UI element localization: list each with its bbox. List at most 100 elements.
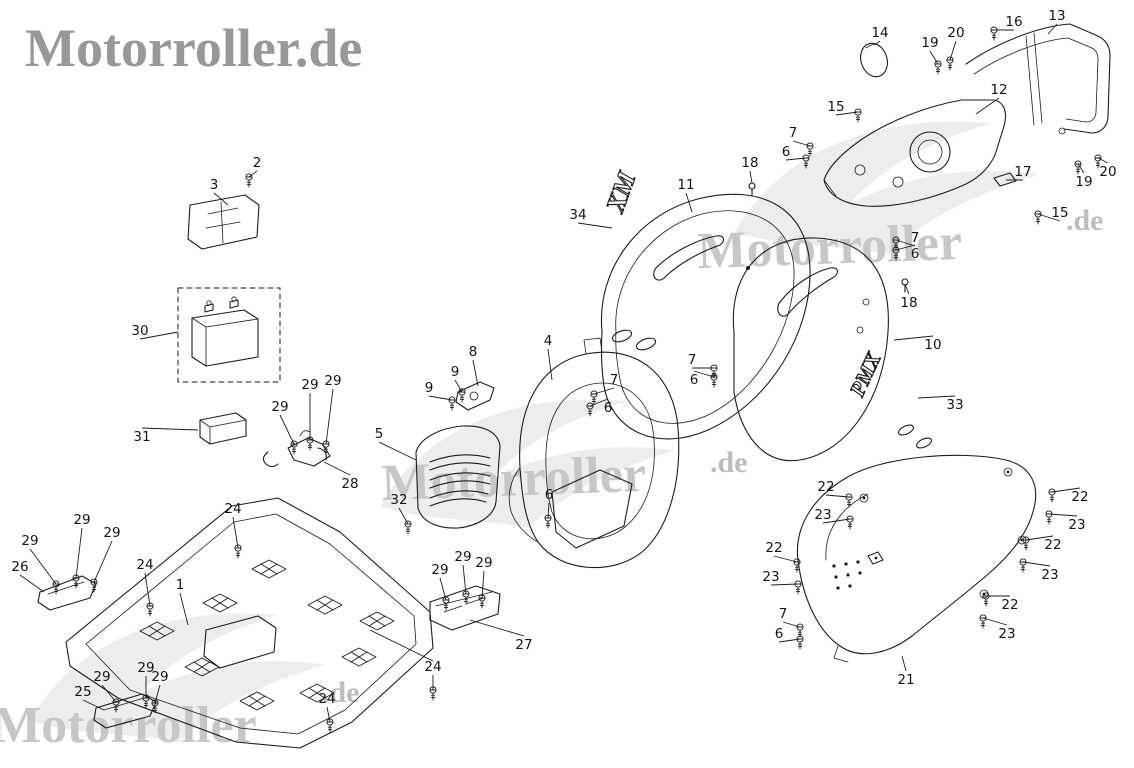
part-box-drawing xyxy=(199,412,247,445)
part-battery-drawing xyxy=(177,287,281,383)
part-number-label: 2 xyxy=(253,155,262,171)
leader-line xyxy=(141,427,199,431)
leader-line xyxy=(749,170,753,184)
part-number-label: 6 xyxy=(604,400,613,416)
screw-icon xyxy=(448,396,456,411)
part-number-label: 22 xyxy=(1001,597,1018,613)
part-number-label: 8 xyxy=(469,344,478,360)
leader-line xyxy=(822,518,851,524)
part-number-label: 29 xyxy=(151,669,168,685)
part-number-label: 15 xyxy=(1051,205,1068,221)
screw-icon xyxy=(1034,210,1042,225)
leader-line xyxy=(1048,513,1078,517)
part-number-label: 19 xyxy=(1075,174,1092,190)
leader-line xyxy=(279,414,295,445)
part-number-label: 17 xyxy=(1014,164,1031,180)
part-number-label: 18 xyxy=(900,295,917,311)
leader-line xyxy=(1022,561,1051,567)
part-number-label: 26 xyxy=(11,559,28,575)
leader-line xyxy=(1025,535,1054,541)
leader-line xyxy=(139,331,179,340)
part-number-label: 29 xyxy=(271,399,288,415)
leader-line xyxy=(29,548,57,585)
part-number-label: 21 xyxy=(897,672,914,688)
part-number-label: 22 xyxy=(817,479,834,495)
part-number-label: 7 xyxy=(688,352,697,368)
leader-line xyxy=(917,395,956,399)
part-number-label: 29 xyxy=(21,533,38,549)
part-number-label: 6 xyxy=(690,372,699,388)
watermark-right: Motorroller xyxy=(696,214,962,280)
screw-icon xyxy=(1019,558,1027,573)
part-number-label: 6 xyxy=(545,487,554,503)
part-number-label: 1 xyxy=(176,577,185,593)
part-floorboard-drawing xyxy=(65,497,434,749)
part-number-label: 24 xyxy=(318,691,335,707)
leader-line xyxy=(325,388,334,445)
part-footrest-rear-drawing xyxy=(93,693,157,729)
part-footrest-front-drawing xyxy=(37,575,97,611)
part-number-label: 23 xyxy=(1068,517,1085,533)
screw-icon xyxy=(290,440,298,455)
part-number-label: 29 xyxy=(103,525,120,541)
part-number-label: 29 xyxy=(137,660,154,676)
leader-line xyxy=(773,555,798,563)
leader-line xyxy=(439,577,447,601)
part-number-label: 20 xyxy=(1099,164,1116,180)
leader-line xyxy=(144,572,151,607)
screw-icon xyxy=(806,142,814,157)
part-number-label: 34 xyxy=(569,207,586,223)
part-number-label: 15 xyxy=(827,99,844,115)
leader-line xyxy=(248,170,258,178)
part-number-label: 29 xyxy=(475,555,492,571)
leader-line xyxy=(875,40,881,45)
leader-line xyxy=(975,97,1000,115)
leader-line xyxy=(101,684,117,703)
decal-right-text: PMX xyxy=(844,348,886,401)
leader-line xyxy=(454,379,463,393)
part-number-label: 11 xyxy=(677,177,694,193)
part-number-label: 24 xyxy=(136,557,153,573)
part-side-cover-drawing xyxy=(732,237,932,462)
part-tray-drawing xyxy=(187,194,260,250)
screw-icon xyxy=(854,108,862,123)
part-number-label: 29 xyxy=(454,549,471,565)
part-number-label: 13 xyxy=(1048,8,1065,24)
part-number-label: 24 xyxy=(424,659,441,675)
leader-line xyxy=(577,222,613,229)
part-mudguard-drawing xyxy=(429,585,501,631)
leader-line xyxy=(770,583,799,586)
leader-line xyxy=(179,592,189,626)
part-number-label: 23 xyxy=(1041,567,1058,583)
part-number-label: 29 xyxy=(301,377,318,393)
part-number-label: 9 xyxy=(425,380,434,396)
watermark-bottom-de: .de xyxy=(322,676,360,709)
part-number-label: 6 xyxy=(775,626,784,642)
screw-icon xyxy=(90,578,98,593)
leader-line xyxy=(75,527,83,579)
leader-line xyxy=(904,283,910,295)
part-number-label: 31 xyxy=(133,429,150,445)
leader-line xyxy=(825,494,850,498)
part-bracket-drawing xyxy=(262,430,331,468)
screw-icon xyxy=(1048,488,1056,503)
screw-icon xyxy=(934,60,942,75)
part-number-label: 23 xyxy=(814,507,831,523)
part-number-label: 32 xyxy=(390,492,407,508)
part-number-label: 4 xyxy=(544,333,553,349)
part-number-label: 23 xyxy=(762,569,779,585)
part-number-label: 7 xyxy=(789,125,798,141)
part-number-label: 23 xyxy=(998,626,1015,642)
screw-icon xyxy=(796,635,804,650)
part-number-label: 6 xyxy=(782,144,791,160)
leader-line xyxy=(1037,213,1061,222)
leader-line xyxy=(685,192,693,213)
leader-line xyxy=(1051,487,1081,493)
decal-left-text: XM xyxy=(600,167,642,217)
leader-line xyxy=(1077,163,1085,174)
part-number-label: 22 xyxy=(765,540,782,556)
leader-line xyxy=(369,629,434,662)
